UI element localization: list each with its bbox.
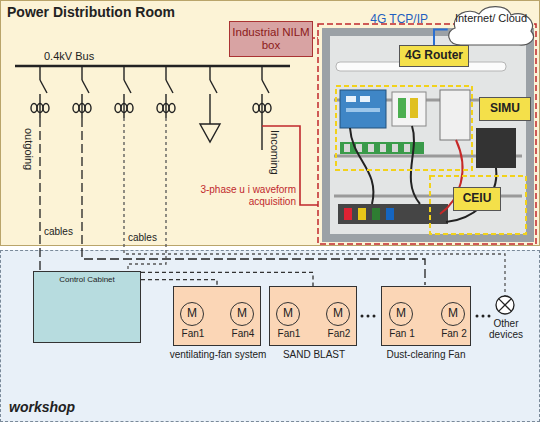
cloud-path [449, 7, 534, 45]
node-label: 4G Router [400, 46, 468, 66]
node-label: ventilating-fan system [168, 349, 268, 360]
bus-label: 0.4kV Bus [44, 50, 94, 63]
node-label: M [390, 303, 412, 325]
node-label: workshop [9, 399, 75, 415]
nilm-box: Industrial NILM box [229, 21, 313, 57]
room-band: Power Distribution RoomInternet/ CloudIn… [0, 0, 540, 246]
fan-label: Fan4 [223, 328, 263, 340]
control-cabinet: Control Cabinet [33, 271, 141, 343]
motor-circle: MFan 2 [441, 302, 465, 326]
fan-group-box: ventilating-fan systemMFan1MFan4 [173, 286, 261, 346]
cable-label: cables [44, 226, 73, 238]
node-label: CEIU [454, 188, 500, 210]
node-label: Dust-clearing Fan [376, 349, 476, 360]
node-label: Power Distribution Room [7, 4, 175, 20]
device-label: Other devices [482, 318, 530, 340]
fan-label: Fan 2 [434, 328, 474, 340]
router-tag: 4G Router [399, 45, 469, 67]
node-label: M [181, 303, 203, 325]
simu-tag: SIMU [479, 97, 531, 121]
node-label: Control Cabinet [34, 275, 140, 284]
fan-group-box: SAND BLASTMFan1MFan2 [269, 286, 357, 346]
motor-circle: MFan1 [276, 302, 300, 326]
node-label: M [277, 303, 299, 325]
node-label: M [327, 303, 349, 325]
node-label: M [231, 303, 253, 325]
workshop-band: workshop Control Cabinet ventilating-fan s… [0, 250, 540, 422]
node-label: SAND BLAST [264, 349, 364, 360]
cloud-outline [443, 3, 537, 47]
motor-circle: MFan2 [326, 302, 350, 326]
cloud-shape: Internet/ Cloud [443, 3, 537, 47]
feeder-label: Incoming [268, 130, 281, 175]
fan-label: Fan2 [319, 328, 359, 340]
fan-label: Fan1 [269, 328, 309, 340]
fan-group-box: Dust-clearing FanMFan 1MFan 2 [381, 286, 471, 346]
fan-label: Fan1 [173, 328, 213, 340]
node-label: Internet/ Cloud [449, 12, 533, 25]
fan-label: Fan 1 [382, 328, 422, 340]
node-label: M [442, 303, 464, 325]
cable-label: cables [128, 232, 157, 244]
motor-circle: MFan1 [180, 302, 204, 326]
signal-note: 3-phase u i waveform acquisition [186, 184, 296, 207]
motor-circle: MFan4 [230, 302, 254, 326]
feeder-label: outgoing [22, 128, 35, 170]
node-label: Industrial NILM box [230, 22, 312, 56]
motor-circle: MFan 1 [389, 302, 413, 326]
ceiu-tag: CEIU [453, 187, 501, 211]
edge-label: 4G TCP/IP [342, 13, 428, 27]
node-label: SIMU [480, 98, 530, 120]
